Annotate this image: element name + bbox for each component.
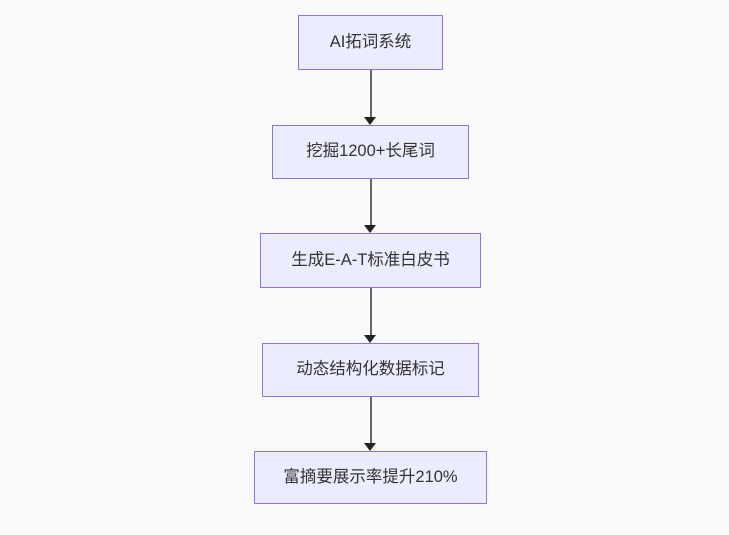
arrowhead-icon: [364, 225, 376, 233]
arrow-down: [364, 179, 377, 233]
arrow-line: [369, 179, 372, 227]
arrow-down: [364, 288, 377, 343]
flowchart-node: 挖掘1200+长尾词: [272, 125, 469, 179]
arrowhead-icon: [364, 443, 376, 451]
node-label: 生成E-A-T标准白皮书: [291, 250, 450, 269]
flowchart-node: AI拓词系统: [298, 15, 443, 70]
arrow-down: [364, 70, 377, 125]
flowchart-node: 富摘要展示率提升210%: [254, 451, 487, 504]
flowchart-node: 动态结构化数据标记: [262, 343, 479, 397]
arrow-down: [364, 397, 377, 451]
flowchart-node: 生成E-A-T标准白皮书: [260, 233, 481, 288]
node-label: AI拓词系统: [329, 32, 412, 51]
node-label: 动态结构化数据标记: [296, 360, 445, 379]
node-label: 富摘要展示率提升210%: [283, 467, 458, 486]
arrow-line: [369, 288, 372, 337]
arrow-line: [369, 397, 372, 445]
arrowhead-icon: [364, 117, 376, 125]
arrow-line: [369, 70, 372, 119]
arrowhead-icon: [364, 335, 376, 343]
node-label: 挖掘1200+长尾词: [306, 142, 435, 161]
